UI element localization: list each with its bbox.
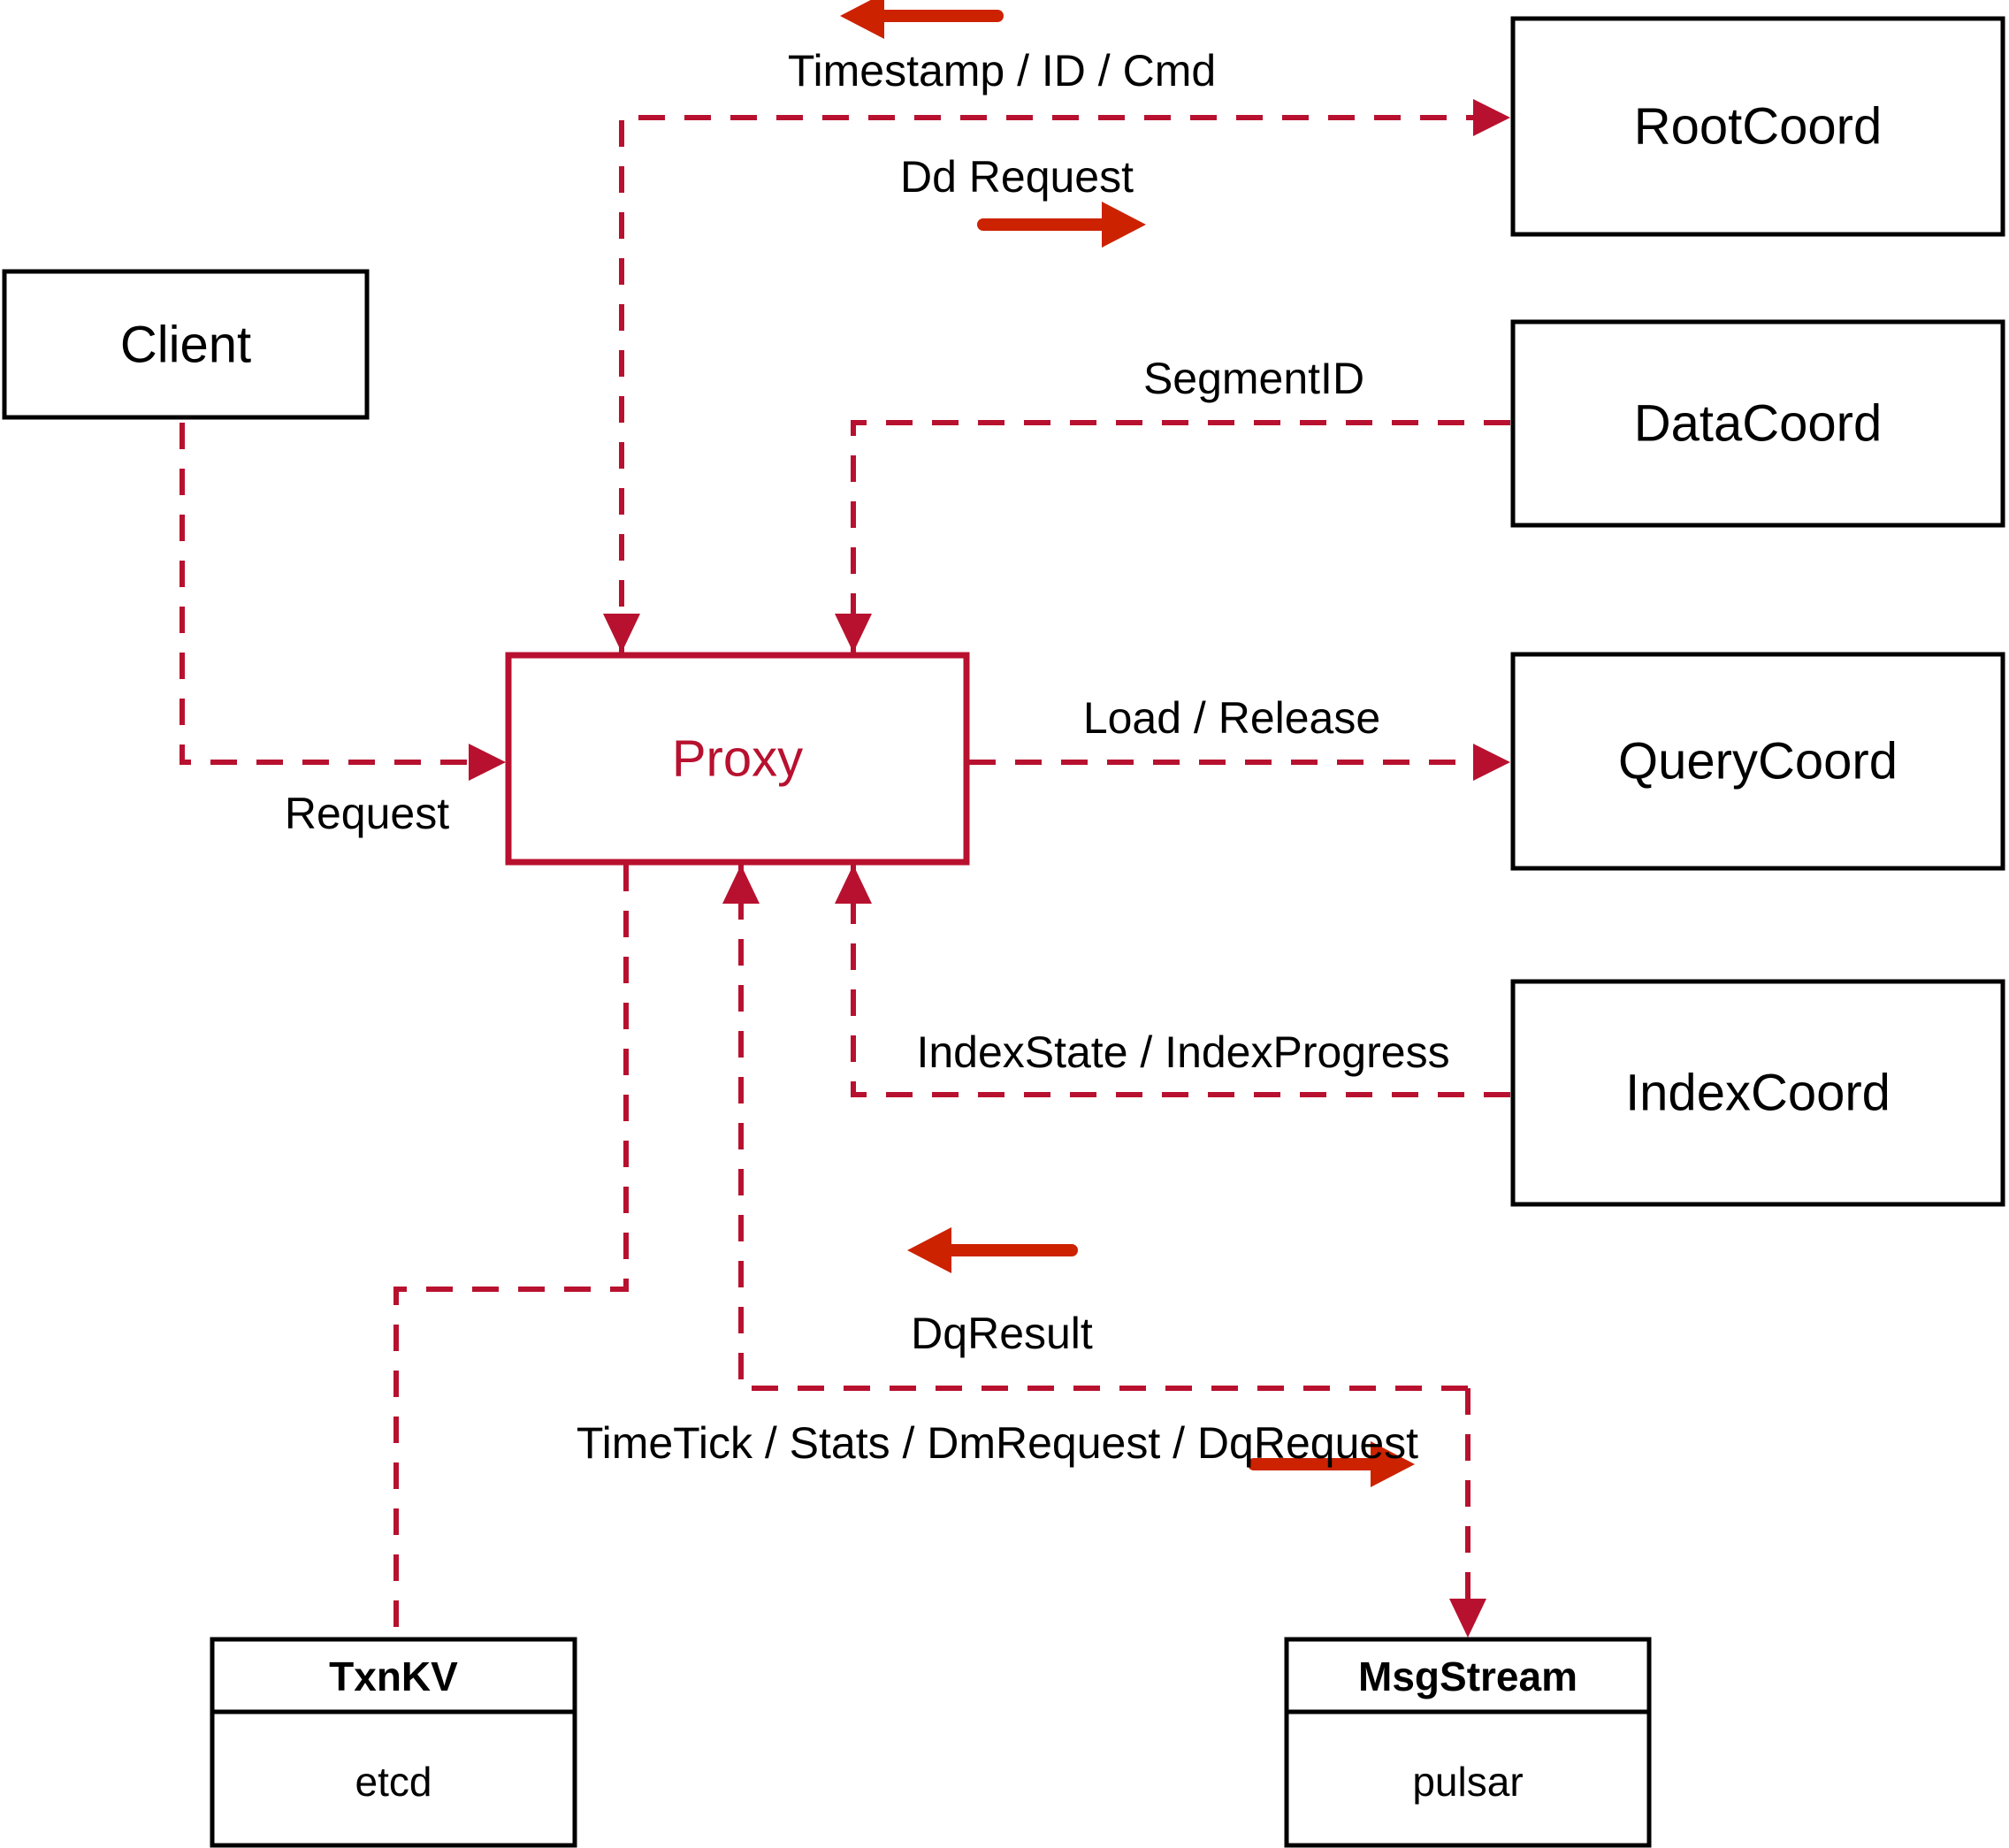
edge-rootcoord-proxy-arrowhead xyxy=(603,614,640,653)
edge-label-ddrequest: Dd Request xyxy=(900,152,1134,202)
edge-proxy-msgstream-arrowhead xyxy=(1449,1599,1486,1638)
node-client[interactable]: Client xyxy=(2,269,370,420)
edge-proxy-msgstream xyxy=(1449,1388,1486,1638)
edge-msgstream-proxy-arrowhead xyxy=(722,865,760,904)
edge-datacoord-proxy-arrowhead xyxy=(835,614,872,653)
edge-datacoord-proxy-path xyxy=(851,420,1510,653)
node-msgstream-label: MsgStream xyxy=(1358,1653,1577,1699)
annotation-arrow-ddrequest-head xyxy=(1102,202,1146,248)
edge-indexcoord-proxy xyxy=(835,865,1510,1097)
annotation-arrow-ddrequest xyxy=(977,202,1146,248)
node-datacoord-label: DataCoord xyxy=(1634,395,1882,453)
annotation-arrow-timestamp xyxy=(840,0,1004,39)
edge-proxy-querycoord-arrowhead xyxy=(1473,744,1510,781)
node-rootcoord-box[interactable] xyxy=(1510,16,2005,237)
edge-indexcoord-proxy-path xyxy=(851,865,1510,1097)
node-msgstream-box[interactable] xyxy=(1284,1637,1652,1848)
edge-client-proxy-path xyxy=(180,423,492,765)
node-indexcoord-label: IndexCoord xyxy=(1625,1065,1891,1122)
node-rootcoord-label: RootCoord xyxy=(1634,98,1882,156)
edge-rootcoord-proxy-arrow xyxy=(603,614,640,653)
edge-client-proxy xyxy=(180,423,506,781)
edge-label-segmentid: SegmentID xyxy=(1143,354,1364,403)
node-txnkv-sublabel: etcd xyxy=(355,1759,432,1805)
node-indexcoord[interactable]: IndexCoord xyxy=(1510,979,2005,1207)
annotation-arrow-timetick-head xyxy=(1371,1441,1415,1487)
node-proxy[interactable]: Proxy xyxy=(505,652,970,866)
node-proxy-box[interactable] xyxy=(505,652,970,866)
node-querycoord-box[interactable] xyxy=(1510,652,2005,871)
edge-proxy-rootcoord-arrowhead xyxy=(1473,99,1510,136)
edge-label-indexstate: IndexState / IndexProgress xyxy=(916,1027,1449,1077)
edge-proxy-rootcoord-path xyxy=(619,115,1496,653)
edge-proxy-txnkv-path xyxy=(393,865,629,1638)
edge-proxy-txnkv xyxy=(393,865,629,1638)
edge-label-request: Request xyxy=(285,789,449,838)
edge-msgstream-proxy xyxy=(722,865,1468,1391)
node-msgstream[interactable]: MsgStream pulsar xyxy=(1284,1637,1652,1848)
node-txnkv-box[interactable] xyxy=(210,1637,577,1848)
edge-label-timetick: TimeTick / Stats / DmRequest / DqRequest xyxy=(577,1418,1418,1468)
annotation-arrow-dqresult-head xyxy=(907,1227,951,1273)
edge-indexcoord-proxy-arrowhead xyxy=(835,865,872,904)
node-client-box[interactable] xyxy=(2,269,370,420)
edge-client-proxy-arrowhead xyxy=(469,744,506,781)
node-querycoord-label: QueryCoord xyxy=(1618,733,1898,790)
edge-label-dqresult: DqResult xyxy=(911,1309,1093,1358)
edge-label-timestamp: Timestamp / ID / Cmd xyxy=(788,46,1216,95)
node-rootcoord[interactable]: RootCoord xyxy=(1510,16,2005,237)
edge-msgstream-proxy-path xyxy=(738,865,1468,1391)
node-txnkv-label: TxnKV xyxy=(329,1653,458,1699)
node-proxy-label: Proxy xyxy=(672,730,803,788)
annotation-arrow-dqresult xyxy=(907,1227,1078,1273)
node-msgstream-sublabel: pulsar xyxy=(1412,1759,1523,1805)
node-datacoord[interactable]: DataCoord xyxy=(1510,319,2005,528)
annotation-arrow-timetick xyxy=(1248,1441,1415,1487)
edge-proxy-rootcoord xyxy=(619,99,1510,653)
node-txnkv[interactable]: TxnKV etcd xyxy=(210,1637,577,1848)
node-querycoord[interactable]: QueryCoord xyxy=(1510,652,2005,871)
node-datacoord-box[interactable] xyxy=(1510,319,2005,528)
edge-label-loadrelease: Load / Release xyxy=(1083,693,1380,743)
node-indexcoord-box[interactable] xyxy=(1510,979,2005,1207)
node-client-label: Client xyxy=(120,317,251,374)
edge-proxy-querycoord xyxy=(969,744,1510,781)
edge-datacoord-proxy xyxy=(835,420,1510,653)
annotation-arrow-timestamp-head xyxy=(840,0,884,39)
